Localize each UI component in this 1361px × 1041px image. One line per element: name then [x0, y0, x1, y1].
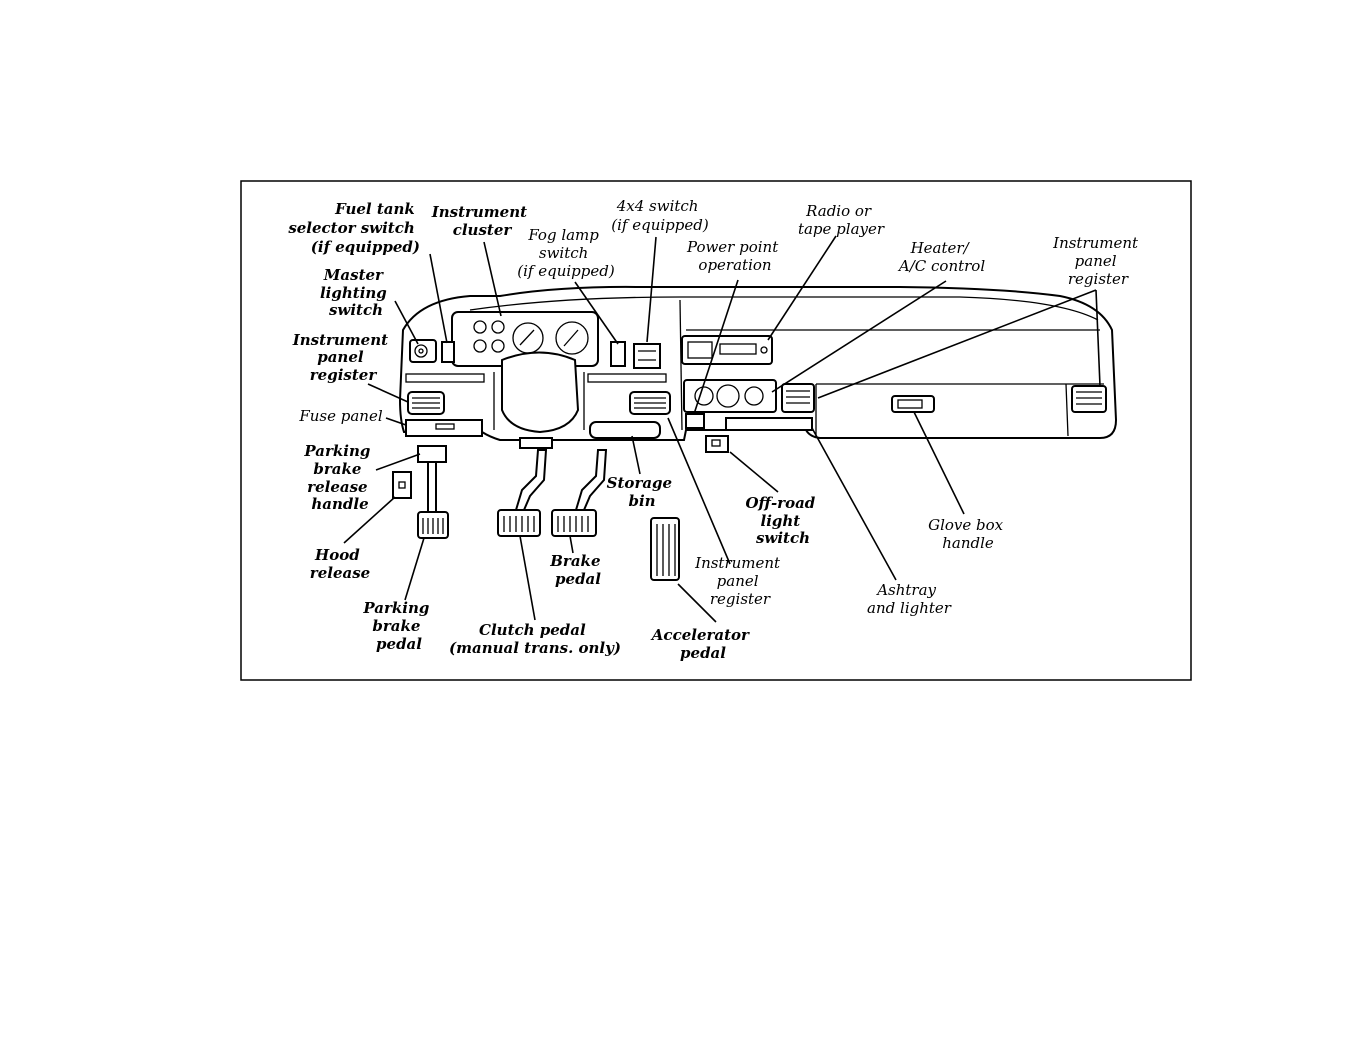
label-radio: Radio or tape player	[798, 202, 885, 238]
label-fuse-panel: Fuse panel	[298, 407, 382, 425]
labels: Fuel tank selector switch (if equipped) …	[288, 197, 1143, 662]
steering-column-graphic	[501, 351, 580, 434]
label-glove-box: Glove box handle	[928, 516, 1008, 552]
label-clutch-pedal: Clutch pedal (manual trans. only)	[449, 621, 621, 657]
leader-lines	[343, 235, 1101, 623]
label-instrument-cluster: Instrument cluster	[431, 203, 533, 239]
label-heater-ac: Heater/ A/C control	[897, 239, 985, 275]
parking-brake-pedal-graphic	[417, 445, 449, 539]
label-fuel-tank: Fuel tank selector switch (if equipped)	[288, 200, 420, 256]
four-by-four-switch-graphic	[633, 343, 661, 369]
clutch-pedal-graphic	[497, 449, 548, 537]
label-accelerator-pedal: Accelerator pedal	[650, 626, 754, 662]
label-hood-release: Hood release	[310, 546, 370, 582]
ashtray-graphic	[725, 417, 813, 431]
off-road-switch-graphic	[705, 435, 729, 453]
label-ip-register-center: Instrument panel register	[694, 554, 785, 608]
label-parking-brake-release: Parking brake release handle	[303, 442, 375, 513]
label-fog-lamp: Fog lamp switch (if equipped)	[517, 226, 615, 280]
label-ip-register-left: Instrument panel register	[292, 331, 394, 384]
label-4x4-switch: 4x4 switch (if equipped)	[611, 197, 709, 234]
label-off-road-switch: Off-road light switch	[745, 494, 820, 547]
label-parking-brake-pedal: Parking brake pedal	[362, 599, 434, 653]
label-master-lighting: Master lighting switch	[320, 266, 392, 319]
accelerator-pedal-graphic	[650, 517, 680, 581]
radio-graphic	[681, 335, 773, 365]
label-brake-pedal: Brake pedal	[549, 552, 605, 588]
label-ip-register-right: Instrument panel register	[1052, 234, 1143, 288]
brake-pedal-graphic	[551, 449, 608, 537]
instrument-cluster-graphic	[451, 311, 599, 367]
dashboard-illustration	[392, 285, 1118, 581]
fuel-tank-selector-graphic	[441, 341, 455, 363]
power-point-graphic	[685, 413, 705, 429]
label-storage-bin: Storage bin	[607, 474, 678, 510]
storage-bin-graphic	[589, 421, 661, 439]
right-register-graphic	[1071, 385, 1107, 413]
center-right-register-graphic	[781, 383, 815, 413]
diagram-frame	[240, 180, 1192, 681]
fuse-panel-graphic	[405, 419, 483, 437]
parking-brake-release-graphic	[392, 471, 412, 499]
label-power-point: Power point operation	[686, 238, 783, 274]
label-ashtray: Ashtray and lighter	[867, 581, 952, 617]
fog-lamp-switch-graphic	[610, 341, 626, 367]
